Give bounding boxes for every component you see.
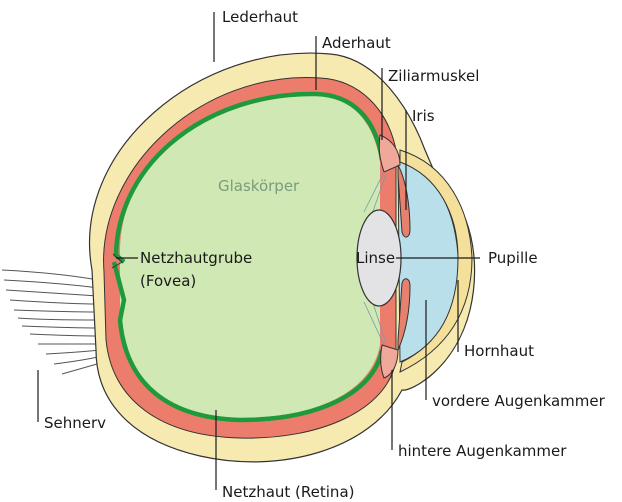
- label-netzhaut: Netzhaut (Retina): [222, 483, 355, 501]
- label-sehnerv: Sehnerv: [44, 414, 106, 432]
- label-vordere-augenkammer: vordere Augenkammer: [432, 392, 606, 410]
- label-ziliarmuskel: Ziliarmuskel: [388, 67, 479, 85]
- optic-nerve: [0, 268, 104, 374]
- label-aderhaut: Aderhaut: [322, 34, 391, 52]
- label-linse: Linse: [356, 249, 395, 267]
- label-hornhaut: Hornhaut: [464, 342, 534, 360]
- label-glaskoerper: Glaskörper: [218, 177, 300, 195]
- label-hintere-augenkammer: hintere Augenkammer: [398, 442, 567, 460]
- label-iris: Iris: [412, 107, 435, 125]
- label-fovea: (Fovea): [140, 272, 196, 290]
- label-pupille: Pupille: [488, 249, 538, 267]
- label-netzhautgrube: Netzhautgrube: [140, 249, 252, 267]
- label-lederhaut: Lederhaut: [222, 8, 298, 26]
